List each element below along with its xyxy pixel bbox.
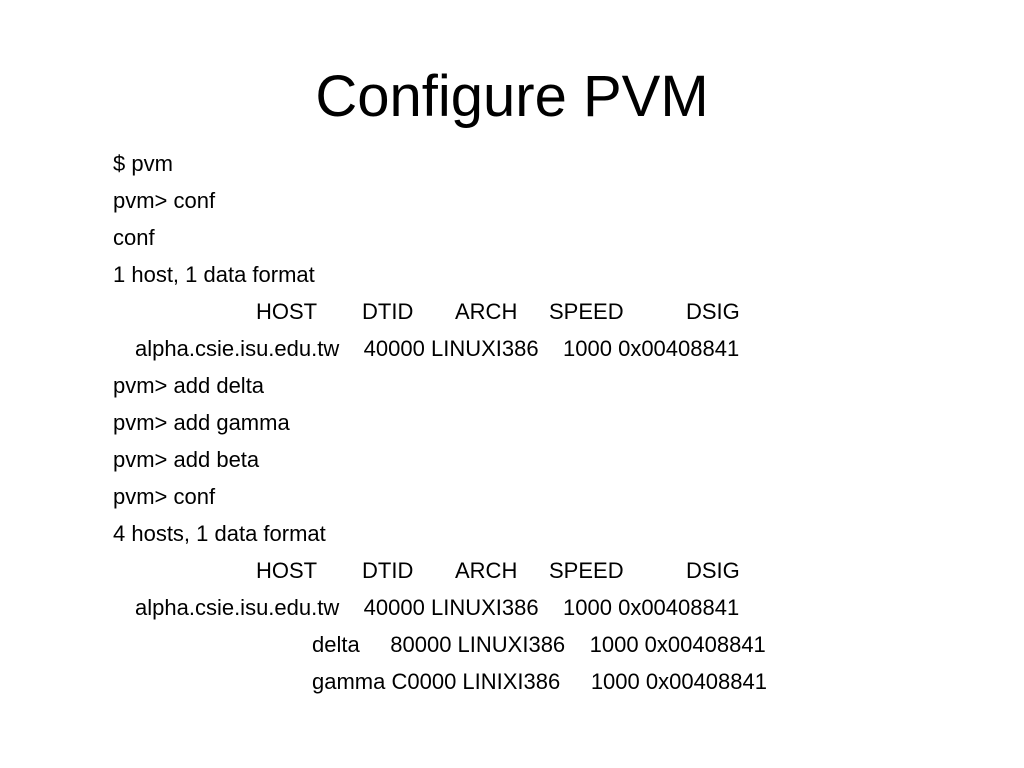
slide-title: Configure PVM bbox=[315, 64, 709, 129]
line-conf-echo: conf bbox=[113, 225, 155, 250]
host-row-alpha-2: alpha.csie.isu.edu.tw 40000 LINUXI386 10… bbox=[135, 595, 740, 620]
header-dsig: DSIG bbox=[686, 558, 740, 583]
line-host-count: 1 host, 1 data format bbox=[113, 262, 315, 287]
header-dsig: DSIG bbox=[686, 299, 740, 324]
line-conf-command: pvm> conf bbox=[113, 188, 216, 213]
header-dtid: DTID bbox=[362, 299, 414, 324]
header-speed: SPEED bbox=[549, 299, 624, 324]
line-hosts-count: 4 hosts, 1 data format bbox=[113, 521, 326, 546]
header-host: HOST bbox=[256, 299, 318, 324]
host-row-alpha: alpha.csie.isu.edu.tw 40000 LINUXI386 10… bbox=[135, 336, 740, 361]
host-row-delta: delta 80000 LINUXI386 1000 0x00408841 bbox=[312, 632, 766, 657]
line-conf-command-2: pvm> conf bbox=[113, 484, 216, 509]
line-add-delta: pvm> add delta bbox=[113, 373, 265, 398]
header-speed: SPEED bbox=[549, 558, 624, 583]
host-row-gamma: gamma C0000 LINIXI386 1000 0x00408841 bbox=[312, 669, 767, 694]
line-add-beta: pvm> add beta bbox=[113, 447, 260, 472]
header-dtid: DTID bbox=[362, 558, 414, 583]
conf-header-row-2: HOST DTID ARCH SPEED DSIG bbox=[0, 558, 1024, 740]
conf-header-row: HOST DTID ARCH SPEED DSIG bbox=[0, 299, 1024, 481]
header-host: HOST bbox=[256, 558, 318, 583]
line-add-gamma: pvm> add gamma bbox=[113, 410, 290, 435]
header-arch: ARCH bbox=[455, 299, 518, 324]
header-arch: ARCH bbox=[455, 558, 518, 583]
line-pvm-command: $ pvm bbox=[113, 151, 173, 176]
